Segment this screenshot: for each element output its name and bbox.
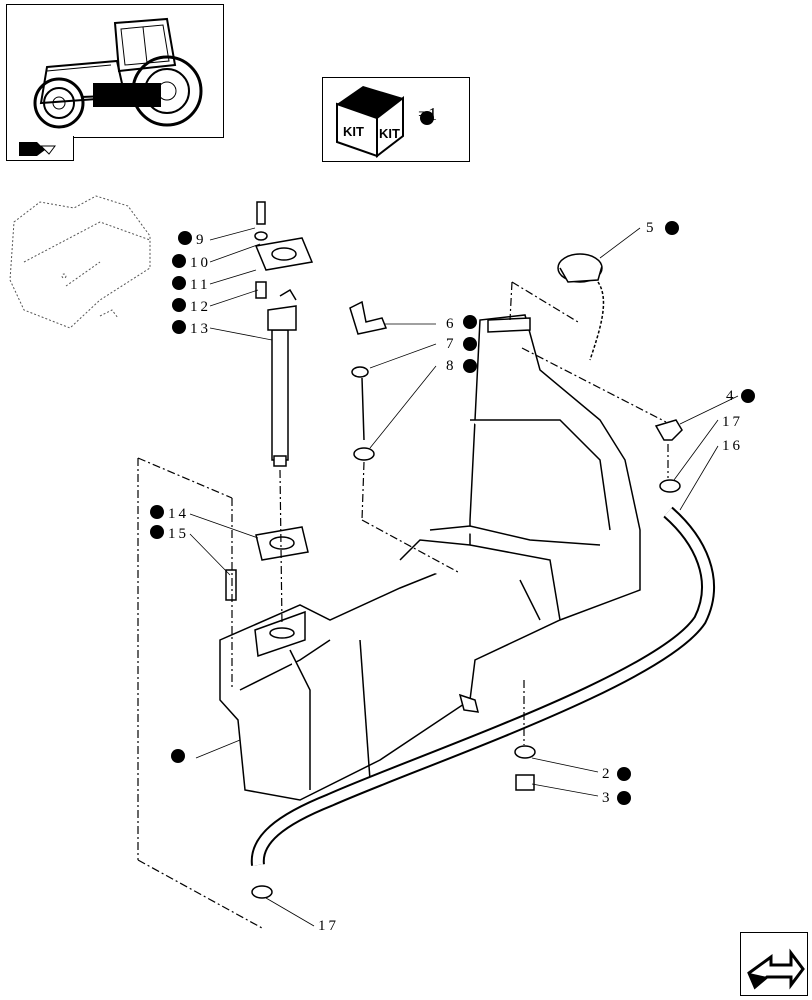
svg-text:7: 7 xyxy=(446,336,457,352)
callout-9: 9 xyxy=(178,231,207,248)
svg-text:6: 6 xyxy=(446,316,457,332)
callout-16: 16 xyxy=(722,438,743,454)
callout-4: 4 xyxy=(726,388,755,404)
svg-text:2: 2 xyxy=(602,766,613,782)
fuel-sender xyxy=(267,288,297,467)
callout-17-bottom: 17 xyxy=(318,918,339,934)
next-page-button[interactable] xyxy=(740,932,808,996)
svg-text:12: 12 xyxy=(190,299,211,315)
callout-14: 14 xyxy=(150,505,189,522)
svg-text:16: 16 xyxy=(722,438,743,454)
callout-15: 15 xyxy=(150,525,189,542)
callout-8: 8 xyxy=(446,358,477,374)
kit-legend: KIT KIT xyxy=(322,77,470,162)
svg-text:5: 5 xyxy=(646,220,657,236)
kit-equals: =1 xyxy=(418,104,438,124)
svg-text:17: 17 xyxy=(722,414,743,430)
screw-parts xyxy=(225,201,268,601)
svg-text:8: 8 xyxy=(446,358,457,374)
tractor-tab[interactable] xyxy=(6,136,74,161)
svg-text:4: 4 xyxy=(726,388,737,404)
svg-text:9: 9 xyxy=(196,232,207,248)
callout-12: 12 xyxy=(172,298,211,315)
callout-3: 3 xyxy=(602,790,631,806)
elbow-fittings xyxy=(251,300,683,899)
fuel-cap xyxy=(557,253,605,361)
svg-text:11: 11 xyxy=(190,277,210,293)
callout-7: 7 xyxy=(446,336,477,352)
svg-text:14: 14 xyxy=(168,506,189,522)
kit-label-right: KIT xyxy=(379,126,400,141)
gasket-upper xyxy=(254,237,314,271)
svg-text:17: 17 xyxy=(318,918,339,934)
svg-text:13: 13 xyxy=(190,321,211,337)
callout-17-top: 17 xyxy=(722,414,743,430)
tractor-icon xyxy=(33,17,203,129)
callout-2: 2 xyxy=(602,766,631,782)
fuel-tank-icon xyxy=(219,314,641,801)
svg-text:3: 3 xyxy=(602,790,613,806)
svg-text:15: 15 xyxy=(168,526,189,542)
callout-11: 11 xyxy=(172,276,210,293)
callout-6: 6 xyxy=(446,315,477,332)
kit-label-left: KIT xyxy=(343,124,364,139)
leader-lines xyxy=(189,227,739,927)
callout-labels: 9 10 11 12 13 5 6 7 8 4 17 16 14 15 2 3 … xyxy=(150,220,755,934)
kit-box-icon: KIT KIT xyxy=(336,86,434,159)
callout-13: 13 xyxy=(172,320,211,337)
callout-1 xyxy=(171,749,185,763)
gasket-lower xyxy=(255,526,309,561)
reference-tank-outline xyxy=(9,195,151,329)
nav-arrow-icon xyxy=(747,948,805,990)
callout-10: 10 xyxy=(172,254,211,271)
tractor-thumbnail xyxy=(6,4,224,138)
svg-text:10: 10 xyxy=(190,255,211,271)
book-arrow-icon xyxy=(19,142,56,156)
callout-5: 5 xyxy=(646,220,679,236)
assembly-lines xyxy=(137,281,669,929)
